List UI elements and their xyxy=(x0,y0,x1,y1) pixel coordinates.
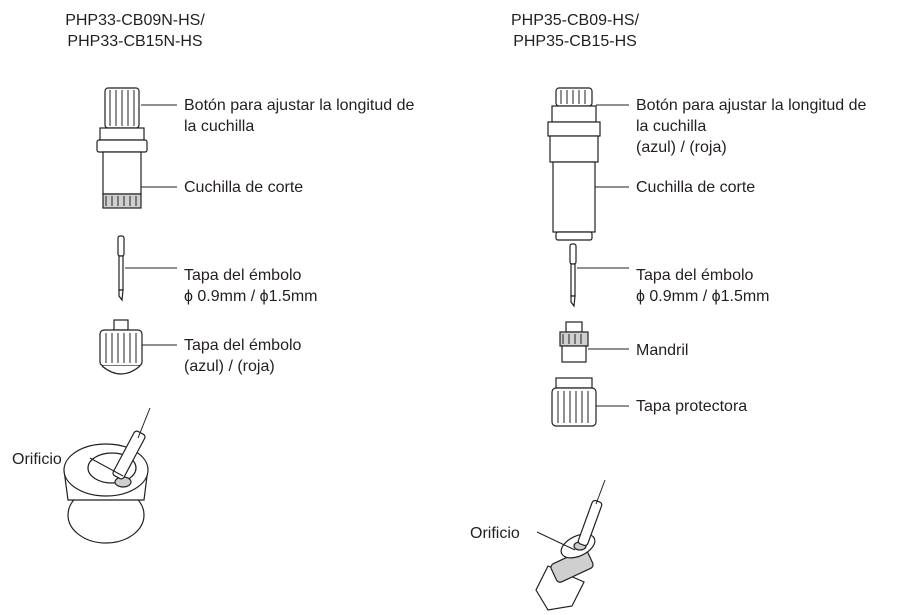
right-holder-label: Cuchilla de corte xyxy=(636,179,756,196)
left-adjust-knob xyxy=(96,87,148,153)
left-holder-label: Cuchilla de corte xyxy=(184,179,304,196)
left-blade-holder xyxy=(102,151,142,209)
left-cap-label-line1: Tapa del émbolo xyxy=(184,337,302,354)
right-cap-label: Tapa protectora xyxy=(636,398,748,415)
right-assembly-hole xyxy=(535,479,606,611)
right-blade-holder xyxy=(552,161,596,241)
left-blade-label-line1: Tapa del émbolo xyxy=(184,267,302,284)
right-blade-label-line1: Tapa del émbolo xyxy=(636,267,754,284)
left-title-line1: PHP33-CB09N-HS/ xyxy=(65,12,205,29)
right-hole-label: Orificio xyxy=(470,525,520,542)
right-knob-label-line1: Botón para ajustar la longitud de xyxy=(636,97,867,114)
left-knob-label-line2: la cuchilla xyxy=(184,118,255,135)
left-assembly-hole xyxy=(63,407,151,544)
right-knob-label-line2: la cuchilla xyxy=(636,118,707,135)
left-blade xyxy=(117,235,125,302)
left-blade-label-line2: ϕ 0.9mm / ϕ1.5mm xyxy=(184,288,318,305)
left-cap-label-line2: (azul) / (roja) xyxy=(184,358,275,375)
left-knob-label-line1: Botón para ajustar la longitud de xyxy=(184,97,415,114)
left-plunger-cap xyxy=(99,319,143,375)
left-title-line2: PHP33-CB15N-HS xyxy=(67,33,203,50)
right-chuck-label: Mandril xyxy=(636,342,689,359)
right-blade-label-line2: ϕ 0.9mm / ϕ1.5mm xyxy=(636,288,770,305)
right-title-line1: PHP35-CB09-HS/ xyxy=(510,12,640,29)
right-title-line2: PHP35-CB15-HS xyxy=(513,33,637,50)
right-leader-lines xyxy=(536,104,629,551)
right-knob-label-line3: (azul) / (roja) xyxy=(636,139,727,156)
right-chuck xyxy=(559,321,589,363)
left-hole-label: Orificio xyxy=(12,451,62,468)
left-leader-lines xyxy=(89,104,177,477)
right-protective-cap xyxy=(551,377,597,427)
right-adjust-knob xyxy=(547,87,601,163)
right-blade xyxy=(569,243,577,308)
